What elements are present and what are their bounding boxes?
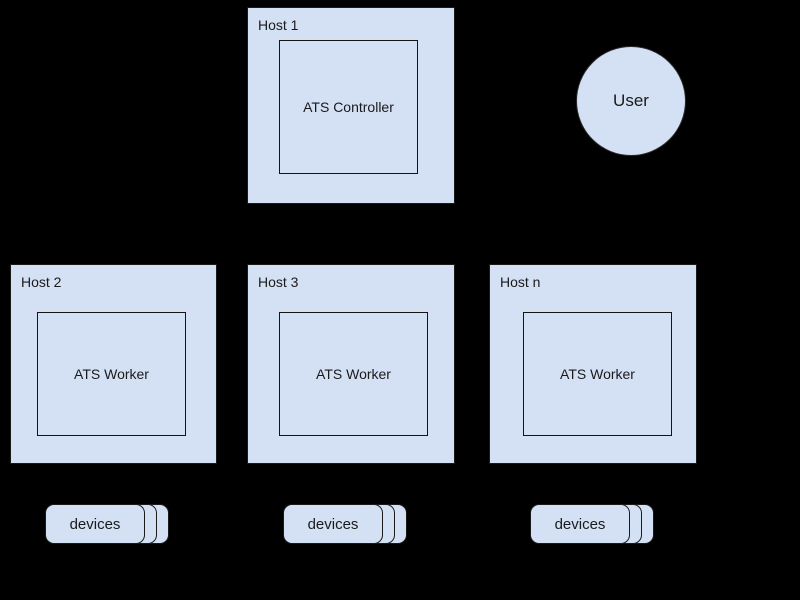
device-stack-worker-1[interactable]: devices <box>45 504 170 544</box>
host-label-worker-2: Host 3 <box>258 274 299 290</box>
device-stack-layer-front[interactable]: devices <box>283 504 383 544</box>
host-box-worker-2[interactable]: Host 3 ATS Worker <box>247 264 455 464</box>
device-stack-label-worker-n: devices <box>554 515 606 533</box>
host-box-controller[interactable]: Host 1 ATS Controller <box>247 7 455 204</box>
device-stack-label-worker-1: devices <box>69 515 121 533</box>
device-stack-layer-front[interactable]: devices <box>530 504 630 544</box>
user-actor-circle[interactable]: User <box>576 46 686 156</box>
component-label-ats-worker-n: ATS Worker <box>560 366 635 382</box>
device-stack-label-worker-2: devices <box>307 515 359 533</box>
user-actor-label: User <box>613 91 649 110</box>
device-stack-worker-2[interactable]: devices <box>283 504 408 544</box>
component-box-ats-worker-2[interactable]: ATS Worker <box>279 312 428 436</box>
host-box-worker-1[interactable]: Host 2 ATS Worker <box>10 264 217 464</box>
host-label-controller: Host 1 <box>258 17 299 33</box>
component-label-ats-worker-2: ATS Worker <box>316 366 391 382</box>
device-stack-layer-front[interactable]: devices <box>45 504 145 544</box>
component-label-ats-controller: ATS Controller <box>303 99 394 115</box>
component-box-ats-worker-1[interactable]: ATS Worker <box>37 312 186 436</box>
component-box-ats-controller[interactable]: ATS Controller <box>279 40 418 174</box>
host-label-worker-n: Host n <box>500 274 541 290</box>
component-box-ats-worker-n[interactable]: ATS Worker <box>523 312 672 436</box>
host-box-worker-n[interactable]: Host n ATS Worker <box>489 264 697 464</box>
host-label-worker-1: Host 2 <box>21 274 62 290</box>
component-label-ats-worker-1: ATS Worker <box>74 366 149 382</box>
device-stack-worker-n[interactable]: devices <box>530 504 655 544</box>
